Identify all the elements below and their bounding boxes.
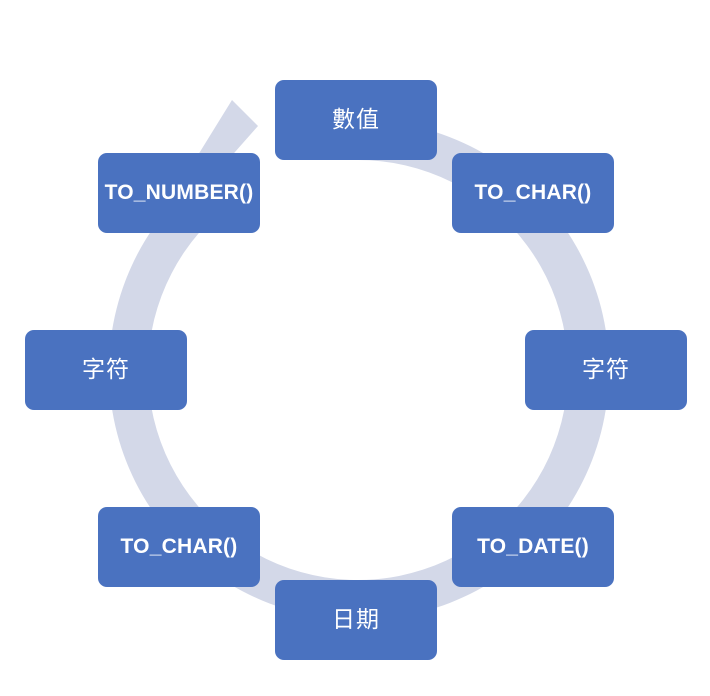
node-char-left[interactable]: 字符 bbox=[25, 330, 187, 410]
node-to-date-label: TO_DATE() bbox=[477, 535, 589, 559]
node-to-char-2[interactable]: TO_CHAR() bbox=[98, 507, 260, 587]
node-char-left-label: 字符 bbox=[82, 356, 130, 383]
node-char-right[interactable]: 字符 bbox=[525, 330, 687, 410]
node-to-number[interactable]: TO_NUMBER() bbox=[98, 153, 260, 233]
node-numeric-label: 數值 bbox=[332, 106, 380, 133]
node-to-date[interactable]: TO_DATE() bbox=[452, 507, 614, 587]
node-to-char-1-label: TO_CHAR() bbox=[474, 181, 592, 205]
node-numeric[interactable]: 數值 bbox=[275, 80, 437, 160]
node-char-right-label: 字符 bbox=[582, 356, 630, 383]
node-date[interactable]: 日期 bbox=[275, 580, 437, 660]
node-date-label: 日期 bbox=[332, 606, 380, 633]
node-to-char-2-label: TO_CHAR() bbox=[120, 535, 238, 559]
node-to-number-label: TO_NUMBER() bbox=[104, 181, 254, 205]
node-to-char-1[interactable]: TO_CHAR() bbox=[452, 153, 614, 233]
